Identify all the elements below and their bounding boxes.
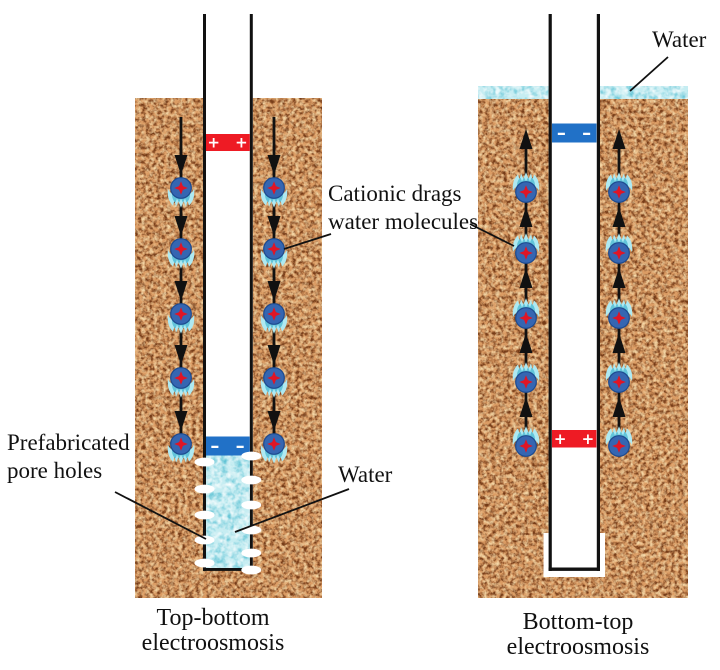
caption-right: Bottom-top electroosmosis	[473, 610, 683, 660]
annotation-prefab-line2: pore holes	[7, 458, 103, 483]
pore-hole-icon	[194, 484, 215, 494]
pointer-lines	[114, 56, 669, 540]
flow-arrow-icon	[612, 129, 626, 149]
flow-arrow-icon	[174, 281, 188, 301]
anode-electrode-right-bottom	[552, 430, 597, 448]
flow-arrow-icon	[612, 333, 626, 353]
flow-arrow-icon	[612, 268, 626, 288]
anode-symbols-right: + +	[554, 430, 599, 448]
pore-hole-icon	[194, 558, 215, 568]
annotation-cationic: Cationic drags water molecules	[328, 180, 478, 236]
flow-arrow-icon	[267, 216, 281, 236]
right-panel: – – + +	[478, 14, 688, 598]
anode-symbols-left: + +	[207, 134, 252, 152]
pointer-prefab	[114, 491, 207, 540]
flow-arrow-icon	[174, 216, 188, 236]
water-column-left	[206, 451, 250, 568]
cathode-symbols-right: – –	[557, 123, 596, 144]
annotation-cationic-line2: water molecules	[328, 209, 479, 234]
flow-arrow-icon	[519, 333, 533, 353]
flow-columns-right	[512, 129, 633, 457]
pore-hole-icon	[194, 510, 215, 520]
pore-hole-icon	[194, 457, 215, 467]
pointer-cationic-left	[283, 233, 332, 250]
flow-arrow-icon	[612, 207, 626, 227]
flow-arrow-icon	[519, 207, 533, 227]
flow-arrow-icon	[267, 345, 281, 365]
flow-columns-left	[167, 117, 288, 465]
caption-left-line1: Top-bottom	[156, 605, 270, 631]
flow-arrow-icon	[267, 411, 281, 431]
flow-arrow-icon	[174, 411, 188, 431]
flow-arrow-shaft	[179, 117, 183, 444]
caption-left-line2: electroosmosis	[141, 630, 285, 656]
pore-hole-icon	[241, 500, 262, 510]
flow-arrow-icon	[267, 155, 281, 175]
flow-arrow-icon	[519, 129, 533, 149]
flow-arrow-shaft	[524, 133, 528, 446]
flow-arrow-shaft	[272, 117, 276, 444]
borehole-tube-right	[548, 14, 600, 568]
flow-arrow-shaft	[617, 133, 621, 446]
flow-arrow-icon	[519, 268, 533, 288]
pore-hole-icon	[194, 535, 215, 545]
pointer-cationic-right	[469, 223, 515, 247]
pointer-water-right	[629, 56, 669, 92]
flow-arrow-icon	[612, 397, 626, 417]
pore-hole-icon	[241, 565, 262, 575]
pore-hole-icon	[241, 548, 262, 558]
cathode-electrode-right-top	[552, 123, 597, 143]
flow-arrow-icon	[267, 281, 281, 301]
flow-arrow-icon	[519, 397, 533, 417]
annotation-cationic-line1: Cationic drags	[328, 181, 462, 206]
pointer-water-left	[234, 488, 350, 533]
flow-arrow-icon	[174, 345, 188, 365]
annotation-prefab-line1: Prefabricated	[7, 430, 130, 455]
pore-hole-icon	[241, 475, 262, 485]
annotation-water-left: Water	[338, 462, 393, 487]
caption-right-line1: Bottom-top	[522, 609, 634, 635]
flow-arrow-icon	[174, 155, 188, 175]
pore-hole-icon	[241, 451, 262, 461]
pore-hole-icon	[241, 525, 262, 535]
caption-left: Top-bottom electroosmosis	[108, 606, 318, 656]
caption-right-line2: electroosmosis	[506, 634, 650, 660]
annotation-prefab: Prefabricated pore holes	[7, 429, 130, 485]
cathode-electrode-left-bottom	[206, 436, 250, 456]
anode-electrode-left-top	[206, 134, 250, 151]
left-panel: + + – –	[135, 14, 322, 598]
annotation-water-right: Water	[652, 27, 707, 52]
cathode-symbols-left: – –	[210, 436, 249, 457]
